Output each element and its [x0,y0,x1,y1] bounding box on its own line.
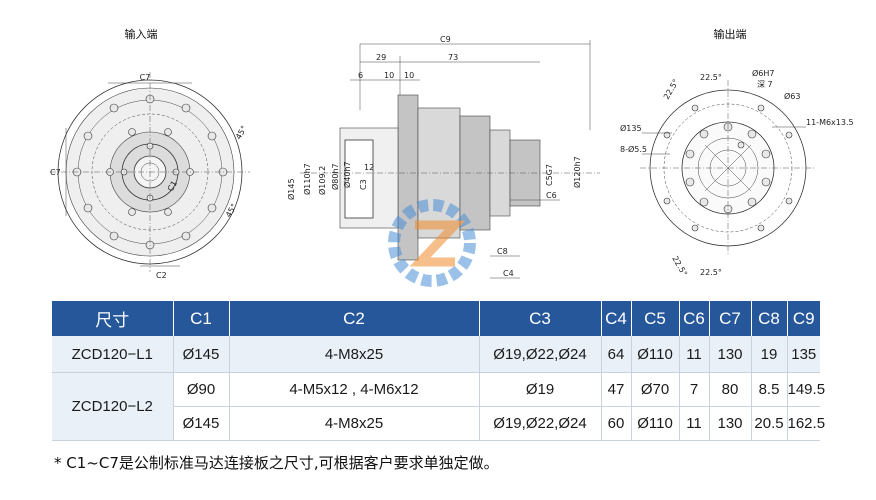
c7-top-label: C7 [140,73,151,82]
output-bolt-holes [663,104,793,232]
c9-cell: 162.5 [787,406,825,441]
depth-label: 深 7 [757,80,773,89]
c3-cell: Ø19,Ø22,Ø24 [479,406,602,441]
model-cell: ZCD120−L1 [52,336,174,373]
c2-cell: 4-M8x25 [229,406,480,441]
dim-phi109: Ø109.2 [317,166,327,195]
header-c5: C5 [631,301,680,336]
c7-cell: 130 [709,406,752,441]
c7-cell: 130 [709,336,752,373]
dim-73: 73 [448,53,458,62]
c8-cell: 19 [751,336,788,373]
c4-cell: 47 [601,372,632,407]
c6-cell: 11 [679,336,710,373]
phi135-label: Ø135 [620,123,642,133]
dim-c9: C9 [440,35,451,44]
c9-cell: 135 [787,336,820,373]
footnote: * C1~C7是公制标准马达连接板之尺寸,可根据客户要求单独定做。 [54,454,499,472]
c6-cell: 7 [679,372,710,407]
c2-cell: 4-M8x25 [229,336,480,373]
phi6-label: Ø6H7 [752,68,775,78]
table-row: ZCD120−L2 Ø90 4-M5x12 , 4-M6x12 Ø19 47 Ø… [52,372,825,441]
header-c1: C1 [173,301,230,336]
c8-cell: 8.5 [751,372,788,407]
technical-drawing: 输入端 C7 C7 45° 45° C1 C2 [50,27,854,287]
output-end-title: 输出端 [714,27,747,41]
c1-cell: Ø145 [173,336,230,373]
spec-table: 尺寸 C1 C2 C3 C4 C5 C6 C7 C8 C9 ZCD120−L1 … [52,301,825,441]
tap-label: 11-M6x13.5 [806,118,854,127]
c6-cell: 11 [679,406,710,441]
c5-cell: Ø110 [631,406,680,441]
model-cell: ZCD120−L2 [52,372,174,441]
dim-phi40: Ø40h7 [342,161,352,188]
c2-cell: 4-M5x12 , 4-M6x12 [229,372,480,407]
input-bolt-holes [72,94,228,250]
header-c7: C7 [709,301,752,336]
c3-cell: Ø19 [479,372,602,407]
c5-cell: Ø110 [631,336,680,373]
dim-c5: C5G7 [545,164,554,186]
dim-12: 12 [364,163,374,172]
header-c9: C9 [787,301,820,336]
c1-cell: Ø145 [173,406,230,441]
c1-cell: Ø90 [173,372,230,407]
header-c2: C2 [229,301,480,336]
header-c8: C8 [751,301,788,336]
c2-label: C2 [156,271,167,280]
header-c6: C6 [679,301,710,336]
c3-cell: Ø19,Ø22,Ø24 [479,336,602,373]
output-angle-3: 22.5° [670,255,689,278]
c7-left-label: C7 [50,168,61,177]
c4-cell: 64 [601,336,632,373]
output-angle-4: 22.5° [700,268,722,277]
dim-c4: C4 [503,269,514,278]
header-size: 尺寸 [52,301,174,336]
header-c4: C4 [601,301,632,336]
side-section-view: C9 29 73 6 10 10 Ø145 Ø110h7 Ø109.2 Ø80h… [286,35,600,279]
table-row: ZCD120−L1 Ø145 4-M8x25 Ø19,Ø22,Ø24 64 Ø1… [52,336,820,373]
header-c3: C3 [479,301,602,336]
table-row: Ø145 4-M8x25 Ø19,Ø22,Ø24 60 Ø110 11 130 … [52,406,825,441]
dim-10a: 10 [384,71,394,80]
output-angle-2: 22.5° [700,73,722,82]
input-end-title: 输入端 [125,27,158,41]
dim-10b: 10 [404,71,414,80]
dim-phi145: Ø145 [286,178,296,200]
output-end-view: 输出端 22.5° 22.5° 22.5° 22.5° Ø6H7 深 7 Ø63 [620,27,854,278]
c4-cell: 60 [601,406,632,441]
watermark-logo [388,199,476,287]
c7-cell: 80 [709,372,752,407]
dim-phi110: Ø110h7 [302,163,312,195]
c9-cell: 149.5 [787,372,825,407]
dim-c3: C3 [359,179,368,190]
c8-cell: 20.5 [751,406,788,441]
dim-6: 6 [358,71,363,80]
dim-c8: C8 [497,247,508,256]
input-end-view: 输入端 C7 C7 45° 45° C1 C2 [50,27,250,280]
angle-top-label: 45° [234,124,249,141]
table-header-row: 尺寸 C1 C2 C3 C4 C5 C6 C7 C8 C9 [52,301,820,336]
holes-label: 8-Ø5.5 [620,144,647,154]
phi63-label: Ø63 [784,91,800,101]
dim-c6: C6 [546,191,557,200]
dim-29: 29 [376,53,386,62]
c5-cell: Ø70 [631,372,680,407]
output-angle-1: 22.5° [662,78,681,101]
dim-phi120: Ø120h7 [572,156,582,188]
dim-phi80: Ø80h7 [330,163,340,190]
